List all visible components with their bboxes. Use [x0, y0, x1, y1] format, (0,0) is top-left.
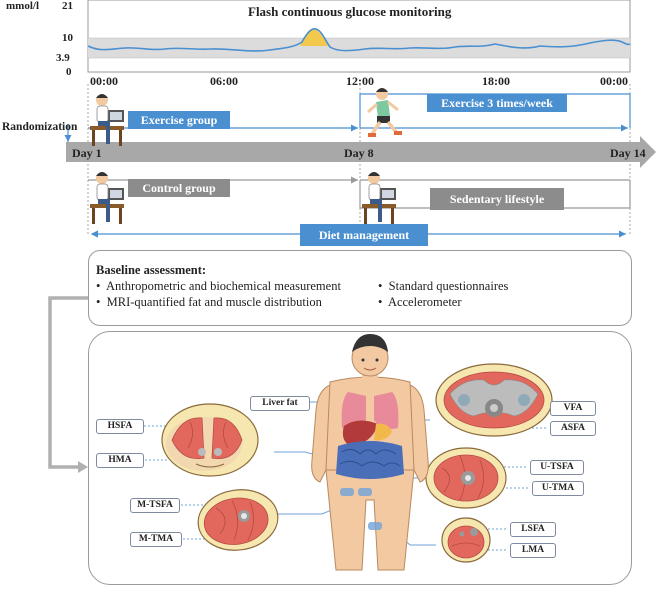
mri-label-lsfa: LSFA	[510, 522, 556, 537]
desk-person-icon	[362, 172, 396, 224]
exercise-frequency-label: Exercise 3 times/week	[427, 94, 567, 112]
sedentary-label: Sedentary lifestyle	[430, 188, 564, 210]
mri-label-hsfa: HSFA	[96, 419, 144, 434]
glucose-peak-fill	[300, 29, 328, 46]
baseline-item: • Standard questionnaires	[378, 279, 509, 293]
mri-label-vfa: VFA	[550, 401, 596, 416]
mri-label-lma: LMA	[510, 543, 556, 558]
glucose-chart-title: Flash continuous glucose monitoring	[248, 4, 452, 19]
glucose-y-tick: 10	[62, 32, 73, 44]
diet-management-label: Diet management	[300, 224, 428, 246]
glucose-y-tick: 0	[66, 66, 72, 78]
control-group-label: Control group	[128, 179, 230, 197]
glucose-x-tick: 00:00	[90, 74, 118, 88]
runner-icon	[367, 88, 402, 137]
glucose-x-tick: 12:00	[346, 74, 374, 88]
day-label: Day 1	[72, 146, 102, 160]
glucose-x-tick: 06:00	[210, 74, 238, 88]
glucose-x-tick: 18:00	[482, 74, 510, 88]
mri-label-u-tma: U-TMA	[532, 481, 584, 496]
mri-label-hma: HMA	[96, 453, 144, 468]
desk-person-icon	[90, 94, 124, 146]
human-body-figure	[311, 334, 429, 571]
baseline-item: • Anthropometric and biochemical measure…	[96, 279, 341, 293]
baseline-assessment-box	[88, 250, 632, 326]
mri-label-liver-fat: Liver fat	[250, 396, 310, 411]
mid-thigh-cross-section	[197, 489, 279, 551]
mri-label-m-tma: M-TMA	[130, 532, 182, 547]
glucose-y-tick: 3.9	[56, 52, 70, 64]
glucose-unit: mmol/l	[6, 0, 39, 12]
upper-thigh-cross-section	[425, 447, 507, 509]
lower-leg-cross-section	[441, 517, 491, 563]
day-label: Day 14	[610, 146, 646, 160]
baseline-title: Baseline assessment:	[96, 263, 207, 277]
glucose-trace	[87, 28, 631, 52]
randomization-label: Randomization	[2, 121, 78, 133]
mri-label-u-tsfa: U-TSFA	[530, 460, 584, 475]
day-label: Day 8	[344, 146, 374, 160]
baseline-item: • MRI-quantified fat and muscle distribu…	[96, 295, 322, 309]
glucose-y-tick: 21	[62, 0, 73, 12]
glucose-x-tick: 00:00	[600, 74, 628, 88]
desk-person-icon	[90, 172, 124, 224]
glucose-chart	[87, 0, 631, 73]
abdomen-cross-section	[435, 363, 553, 437]
baseline-item: • Accelerometer	[378, 295, 462, 309]
exercise-group-label: Exercise group	[128, 111, 230, 129]
mri-label-m-tsfa: M-TSFA	[130, 498, 180, 513]
head-cross-section	[161, 403, 259, 477]
mri-label-asfa: ASFA	[550, 421, 596, 436]
